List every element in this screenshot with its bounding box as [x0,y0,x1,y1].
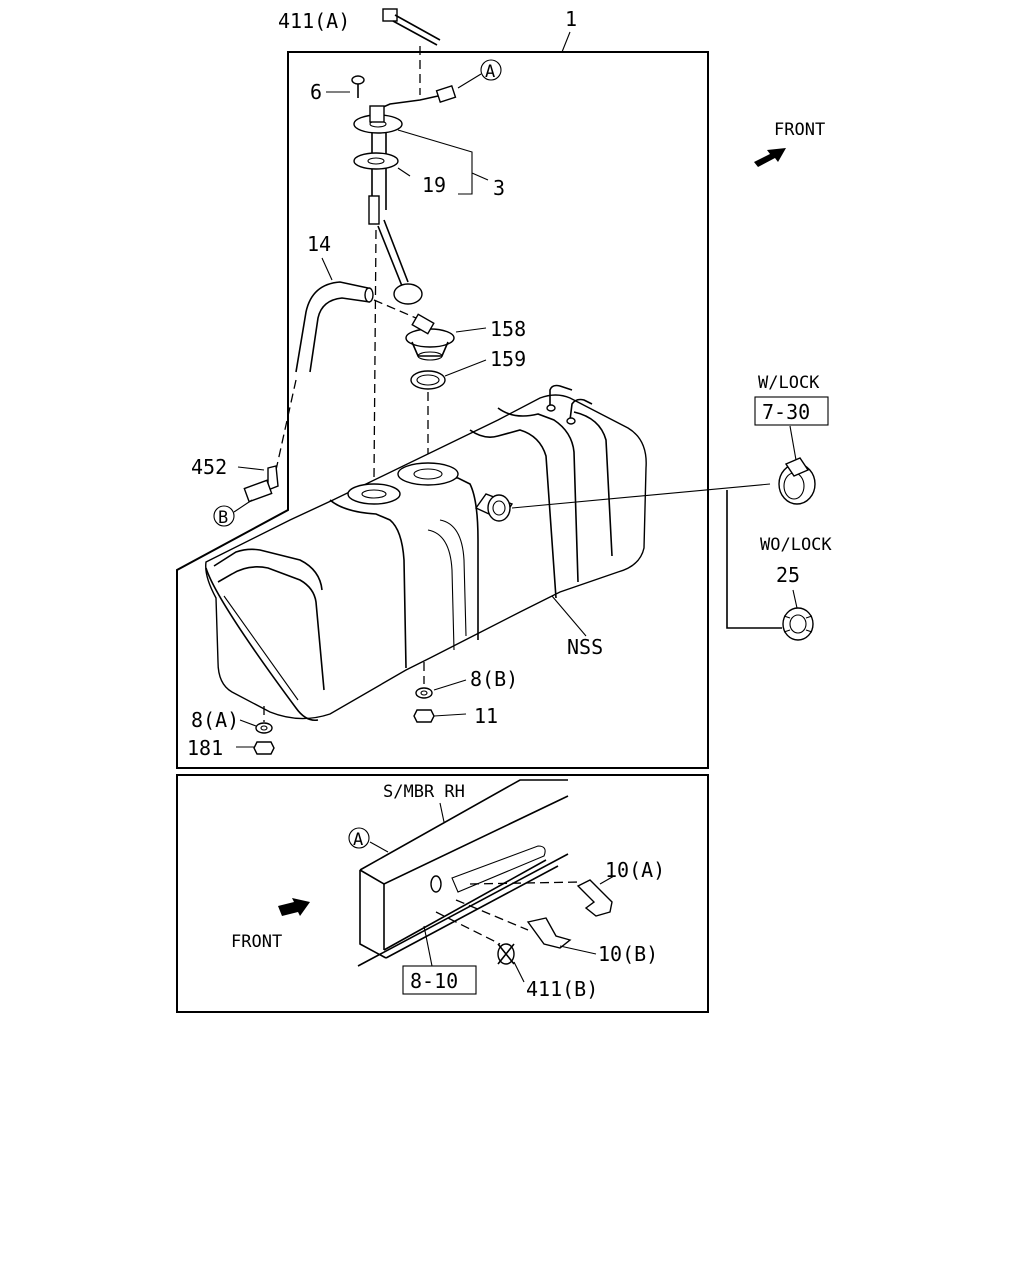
screw-6 [351,75,365,98]
label-smbr-rh: S/MBR RH [383,782,465,802]
locking-fuel-cap [778,457,816,505]
cable-tie-411a [382,8,441,46]
label-14: 14 [307,232,331,256]
wire-connector [371,84,457,113]
label-158: 158 [490,317,526,341]
label-19: 19 [422,173,446,197]
washer-8b [415,687,433,699]
bracket-3 [397,129,489,195]
ref-box-8-10: 8-10 [402,965,477,995]
front-label-bottom: FRONT [231,932,282,952]
svg-text:A: A [485,62,495,82]
leader-1 [561,31,571,53]
front-arrow-bottom-icon [278,898,310,916]
side-member-rh [357,779,569,967]
label-411b: 411(B) [526,977,598,1001]
ref-circle-a-bottom: A [348,827,370,850]
label-11: 11 [474,704,498,728]
elbow-fitting-452 [243,465,279,503]
main-frame [176,51,709,769]
fuel-tank [205,384,647,722]
label-8a: 8(A) [191,708,239,732]
label-wlock: W/LOCK [758,373,820,393]
svg-text:8-10: 8-10 [410,969,458,993]
hose-14 [295,281,374,373]
ref-box-7-30: 7-30 [754,396,829,426]
ref-circle-b: B [213,505,235,528]
label-wolock: WO/LOCK [760,535,832,555]
label-nss: NSS [567,635,603,659]
outlet-fitting-158 [405,313,455,361]
cable-tie-411b [497,943,515,965]
label-452: 452 [191,455,227,479]
label-25: 25 [776,563,800,587]
gasket-19 [397,167,411,177]
svg-text:7-30: 7-30 [762,400,810,424]
label-8b: 8(B) [470,667,518,691]
clip-10b [526,917,572,949]
washer-8a [255,722,273,734]
detail-frame [176,774,709,1013]
svg-text:B: B [218,508,228,528]
label-1: 1 [565,7,577,31]
label-3: 3 [493,176,505,200]
label-10a: 10(A) [605,858,665,882]
label-181: 181 [187,736,223,760]
fuel-sender-unit-3 [353,46,423,305]
cap-option-bracket [726,490,782,629]
nut-11 [413,709,435,723]
label-6: 6 [310,80,322,104]
ref-circle-a-top: A [480,59,502,82]
gasket-159 [410,370,446,390]
label-411a: 411(A) [278,9,350,33]
nut-181 [253,741,275,755]
clip-10a [576,879,613,917]
fuel-cap-25 [782,607,814,641]
front-label-top: FRONT [774,120,825,140]
svg-text:A: A [353,830,363,850]
label-10b: 10(B) [598,942,658,966]
front-arrow-top-icon [754,148,786,167]
label-159: 159 [490,347,526,371]
